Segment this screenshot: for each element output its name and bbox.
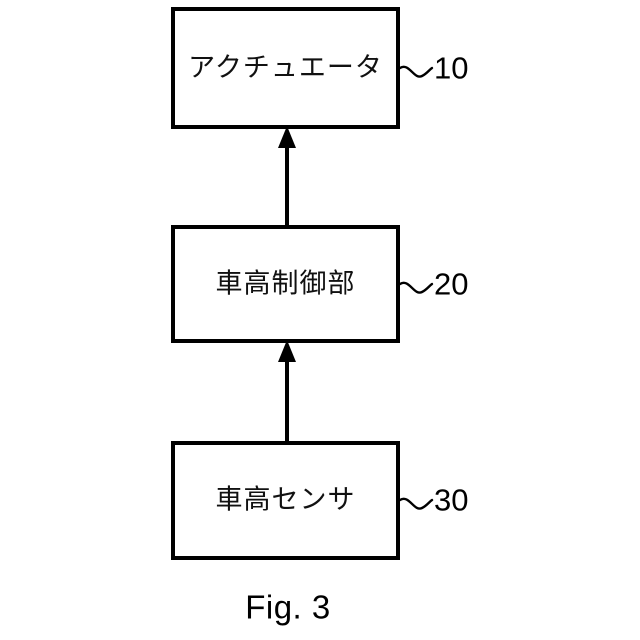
block-height-control-unit-rect[interactable] xyxy=(171,225,400,343)
arrow-sensor-to-control xyxy=(278,340,296,443)
ref-number-30: 30 xyxy=(434,483,468,518)
arrow-control-to-actuator xyxy=(278,126,296,227)
arrow-sensor-to-control-head xyxy=(278,340,296,362)
block-height-sensor[interactable]: 車高センサ xyxy=(171,441,400,560)
ref-leader-line-30 xyxy=(398,497,434,510)
ref-leader-line-10 xyxy=(398,65,434,78)
block-height-control-unit[interactable]: 車高制御部 xyxy=(171,225,400,343)
ref-leader-line-20 xyxy=(398,281,434,294)
block-height-control-unit-label: 車高制御部 xyxy=(216,269,356,300)
block-actuator-rect[interactable] xyxy=(171,7,400,129)
ref-leader-20: 20 xyxy=(398,267,468,302)
block-height-sensor-label: 車高センサ xyxy=(216,485,356,516)
ref-leader-30: 30 xyxy=(398,483,468,518)
arrow-control-to-actuator-head xyxy=(278,126,296,148)
ref-number-10: 10 xyxy=(434,51,468,86)
figure-caption: Fig. 3 xyxy=(245,589,331,626)
block-height-sensor-rect[interactable] xyxy=(171,441,400,560)
ref-number-20: 20 xyxy=(434,267,468,302)
block-actuator[interactable]: アクチュエータ xyxy=(171,7,400,129)
block-actuator-label: アクチュエータ xyxy=(188,53,383,84)
ref-leader-10: 10 xyxy=(398,51,468,86)
